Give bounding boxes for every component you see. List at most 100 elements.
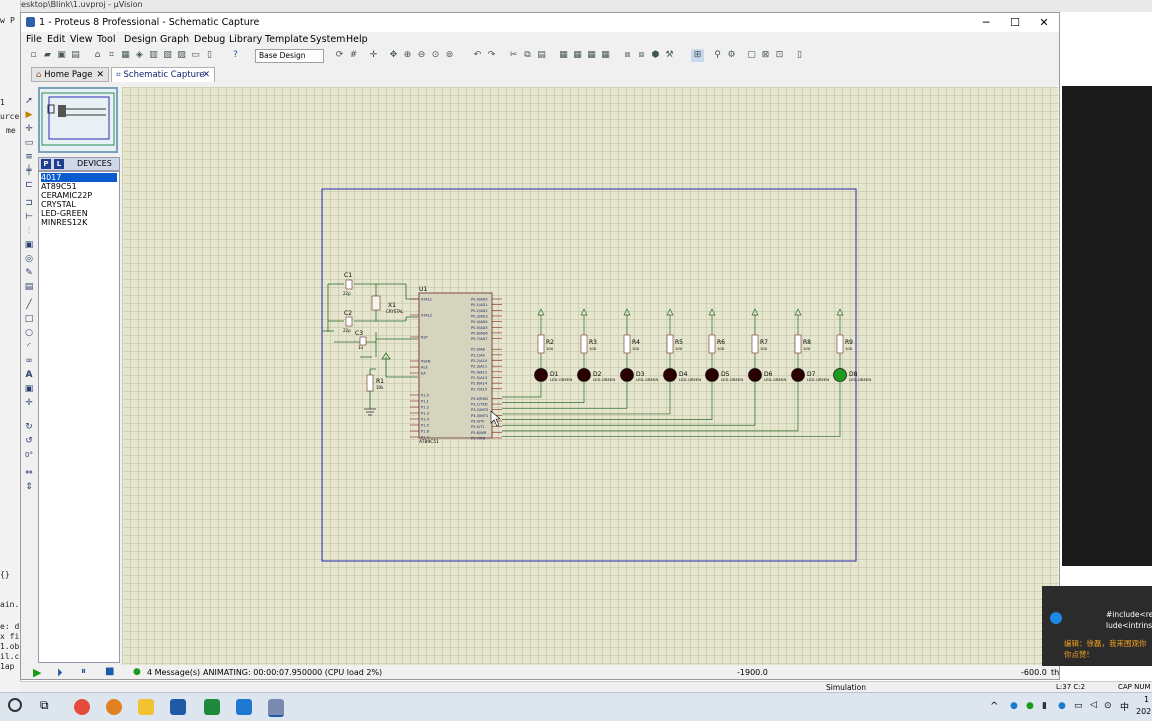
bus-mode-icon[interactable]: ╪ <box>26 166 32 176</box>
box-tool-icon[interactable]: □ <box>24 314 34 324</box>
minimize-button[interactable]: ─ <box>982 16 990 29</box>
exit-parent-icon[interactable]: ⊡ <box>775 50 784 60</box>
device-list[interactable]: 4017 AT89C51 CERAMIC22P CRYSTAL LED-GREE… <box>38 171 120 663</box>
undo-icon[interactable]: ↶ <box>473 50 482 60</box>
step-button[interactable]: ⏵ <box>57 666 63 679</box>
maximize-button[interactable]: ☐ <box>1010 16 1020 29</box>
menu-design[interactable]: Design <box>124 34 157 45</box>
component-mode-icon[interactable]: ▶ <box>25 110 33 120</box>
graph-mode-icon[interactable]: ⫶ <box>27 226 31 236</box>
tray-cloud-icon[interactable]: ● <box>1010 701 1018 711</box>
new-file-icon[interactable]: ▫ <box>30 50 37 60</box>
selection-mode-icon[interactable]: ➚ <box>25 96 33 106</box>
zoom-out-icon[interactable]: ⊖ <box>417 50 426 60</box>
home-icon[interactable]: ⌂ <box>94 50 101 60</box>
keil-icon[interactable] <box>236 699 252 715</box>
block-copy-icon[interactable]: ▦ <box>559 50 568 60</box>
clock-time[interactable]: 1 <box>1144 695 1150 704</box>
zoom-all-icon[interactable]: ⊙ <box>431 50 440 60</box>
wire-autoroute-icon[interactable]: ⊞ <box>691 49 704 62</box>
component-icon[interactable]: ⌗ <box>108 50 115 60</box>
device-item-4017[interactable]: 4017 <box>41 173 117 182</box>
search-tag-icon[interactable]: ⚲ <box>714 50 721 60</box>
package-tool-icon[interactable]: ⬢ <box>651 50 660 60</box>
clip-icon[interactable]: ▭ <box>191 50 200 60</box>
start-search-icon[interactable] <box>8 698 22 712</box>
file-explorer-icon[interactable] <box>138 699 154 715</box>
board-icon[interactable]: ▦ <box>121 50 130 60</box>
close-tab-icon[interactable]: ✕ <box>202 70 210 80</box>
pan-icon[interactable]: ✥ <box>389 50 398 60</box>
clipboard-icon[interactable]: ▨ <box>177 50 186 60</box>
redo-icon[interactable]: ↷ <box>487 50 496 60</box>
voltage-probe-icon[interactable]: ✎ <box>25 268 33 278</box>
arc-tool-icon[interactable]: ◜ <box>27 342 31 352</box>
clock-date[interactable]: 202 <box>1136 707 1152 716</box>
library-manager-button[interactable]: L <box>54 159 64 169</box>
menu-edit[interactable]: Edit <box>47 34 66 45</box>
dual-icon[interactable]: ▯ <box>207 50 212 60</box>
tape-recorder-icon[interactable]: ▣ <box>24 240 34 250</box>
block-delete-icon[interactable]: ▦ <box>601 50 610 60</box>
grid-icon[interactable]: # <box>349 50 358 60</box>
circle-tool-icon[interactable]: ○ <box>25 328 33 338</box>
make-device-icon[interactable]: ⧈ <box>638 50 645 60</box>
network-icon[interactable]: ▭ <box>1074 701 1083 711</box>
copy-icon[interactable]: ⧉ <box>524 50 531 60</box>
ime-indicator[interactable]: 中 <box>1120 703 1130 713</box>
excel-icon[interactable] <box>204 699 220 715</box>
cut-icon[interactable]: ✂ <box>509 50 518 60</box>
close-button[interactable]: ✕ <box>1039 16 1049 29</box>
zoom-area-icon[interactable]: ⊚ <box>445 50 454 60</box>
subcircuit-icon[interactable]: ⊏ <box>25 180 33 190</box>
junction-mode-icon[interactable]: ✛ <box>25 124 33 134</box>
tray-wechat-icon[interactable]: ● <box>1026 701 1034 711</box>
menu-tool[interactable]: Tool <box>97 34 116 45</box>
wire-label-icon[interactable]: ▭ <box>24 138 34 148</box>
rotate-cw-icon[interactable]: ↻ <box>25 422 33 432</box>
pin-mode-icon[interactable]: ⊢ <box>25 212 33 222</box>
origin-icon[interactable]: ✛ <box>369 50 378 60</box>
device-item-ceramic22p[interactable]: CERAMIC22P <box>41 191 93 200</box>
mirror-y-icon[interactable]: ⇕ <box>25 482 33 492</box>
tray-app-icon[interactable]: ● <box>1058 701 1066 711</box>
help-icon[interactable]: ? <box>233 50 238 60</box>
menu-view[interactable]: View <box>70 34 93 45</box>
tab-schematic-capture[interactable]: ⌗ Schematic Capture ✕ <box>111 67 215 82</box>
overview-window[interactable] <box>38 87 118 153</box>
menu-template[interactable]: Template <box>265 34 309 45</box>
block-rotate-icon[interactable]: ▦ <box>587 50 596 60</box>
marker-tool-icon[interactable]: ✛ <box>25 398 33 408</box>
save-all-icon[interactable]: ▤ <box>71 50 80 60</box>
decompose-icon[interactable]: ⚒ <box>665 50 674 60</box>
message-count[interactable]: 4 Message(s) <box>147 668 201 677</box>
open-icon[interactable]: ▰ <box>44 50 51 60</box>
paste-icon[interactable]: ▤ <box>537 50 546 60</box>
vsm-icon[interactable]: ▧ <box>163 50 172 60</box>
pick-device-icon[interactable]: ⧇ <box>624 50 631 60</box>
virtual-instrument-icon[interactable]: ▤ <box>24 282 34 292</box>
device-item-led-green[interactable]: LED-GREEN <box>41 209 88 218</box>
search-app-icon[interactable] <box>106 699 122 715</box>
path-tool-icon[interactable]: ∞ <box>25 356 33 366</box>
menu-help[interactable]: Help <box>346 34 368 45</box>
menu-graph[interactable]: Graph <box>160 34 190 45</box>
proteus-taskbar-icon[interactable] <box>268 699 284 717</box>
close-tab-icon[interactable]: ✕ <box>96 70 104 80</box>
menu-library[interactable]: Library <box>229 34 263 45</box>
refresh-icon[interactable]: ⟳ <box>335 50 344 60</box>
generator-icon[interactable]: ◎ <box>25 254 33 264</box>
pause-button[interactable]: ⏸ <box>81 666 86 677</box>
task-view-icon[interactable]: ⧉ <box>40 698 49 712</box>
schematic-canvas[interactable]: C1 22p C2 22p C3 1u X1 CRYSTAL R1 10k U1… <box>122 87 1058 665</box>
menu-system[interactable]: System <box>310 34 346 45</box>
pick-devices-button[interactable]: P <box>41 159 51 169</box>
tray-pen-icon[interactable]: ▮ <box>1042 701 1047 711</box>
remove-sheet-icon[interactable]: ⊠ <box>761 50 770 60</box>
simulate-icon[interactable]: ◈ <box>136 50 143 60</box>
device-item-crystal[interactable]: CRYSTAL <box>41 200 76 209</box>
mirror-x-icon[interactable]: ⇔ <box>25 468 33 478</box>
block-move-icon[interactable]: ▦ <box>573 50 582 60</box>
schematic-drawing[interactable]: C1 22p C2 22p C3 1u X1 CRYSTAL R1 10k U1… <box>122 87 1058 665</box>
shield-app-icon[interactable] <box>170 699 186 715</box>
